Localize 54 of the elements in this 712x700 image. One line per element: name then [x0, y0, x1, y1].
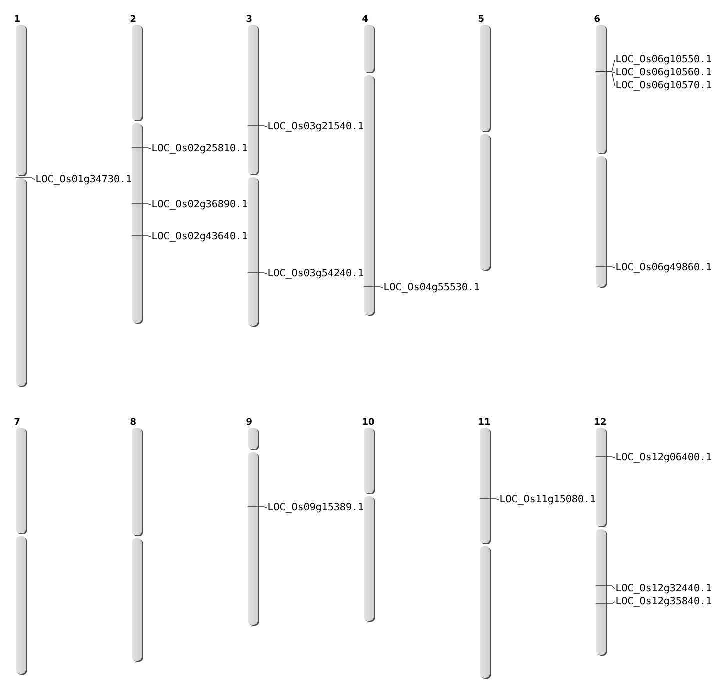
gene-label: LOC_Os06g10550.1	[616, 55, 712, 65]
chromosome: 5	[478, 15, 492, 271]
node-label: 3	[246, 15, 252, 22]
chromosome: 12	[595, 418, 608, 656]
chromosome: 6	[594, 15, 608, 288]
gene-label: LOC_Os06g10570.1	[616, 81, 712, 91]
gene-label: LOC_Os06g10560.1	[616, 68, 712, 78]
chromosome: 10	[363, 418, 376, 622]
gene-label: LOC_Os01g34730.1	[36, 175, 132, 185]
leader-line	[363, 286, 384, 288]
node-label: 1	[15, 15, 20, 22]
leader-line	[131, 204, 152, 206]
chromosome: 9	[246, 418, 260, 626]
leader-line	[595, 456, 616, 458]
node-label: 7	[14, 418, 20, 425]
leader-line	[595, 586, 616, 590]
node-label: 6	[594, 15, 600, 22]
leader-line	[247, 272, 268, 274]
gene-label: LOC_Os09g15389.1	[268, 503, 364, 513]
gene-label: LOC_Os11g15080.1	[500, 495, 596, 505]
leader-line	[131, 236, 152, 238]
chromosome: 7	[14, 418, 28, 675]
leader-line	[131, 148, 152, 150]
chromosome: 11	[479, 418, 492, 679]
gene-label: LOC_Os03g54240.1	[268, 269, 364, 279]
gene-label: LOC_Os02g36890.1	[152, 200, 248, 210]
leader-line	[479, 498, 500, 500]
node-label: 9	[246, 418, 252, 426]
chromosome: 4	[362, 15, 376, 316]
node-label: 12	[595, 418, 606, 425]
gene-label: LOC_Os02g43640.1	[152, 232, 248, 242]
chromosome: 8	[130, 418, 144, 662]
node-label: 4	[362, 15, 368, 22]
leader-line	[247, 126, 268, 128]
chromosome: 3	[246, 15, 260, 327]
gene-label: LOC_Os12g32440.1	[616, 584, 712, 594]
gene-label: LOC_Os12g06400.1	[616, 453, 712, 463]
node-label: 10	[363, 418, 374, 426]
leader-line	[15, 178, 36, 180]
gene-label: LOC_Os02g25810.1	[152, 144, 248, 154]
leader-line	[595, 602, 616, 604]
node-label: 2	[130, 15, 136, 22]
node-label: 8	[130, 418, 136, 426]
chromosome: 1	[15, 15, 28, 387]
leader-line	[595, 266, 616, 268]
chromosome: 2	[130, 15, 144, 324]
leader-line	[595, 72, 616, 86]
node-label: 11	[479, 418, 490, 425]
gene-label: LOC_Os06g49860.1	[616, 263, 712, 273]
gene-label: LOC_Os03g21540.1	[268, 122, 364, 132]
leader-line	[247, 506, 268, 508]
gene-label: LOC_Os12g35840.1	[616, 597, 712, 607]
node-label: 5	[478, 15, 484, 22]
gene-label: LOC_Os04g55530.1	[384, 283, 480, 293]
